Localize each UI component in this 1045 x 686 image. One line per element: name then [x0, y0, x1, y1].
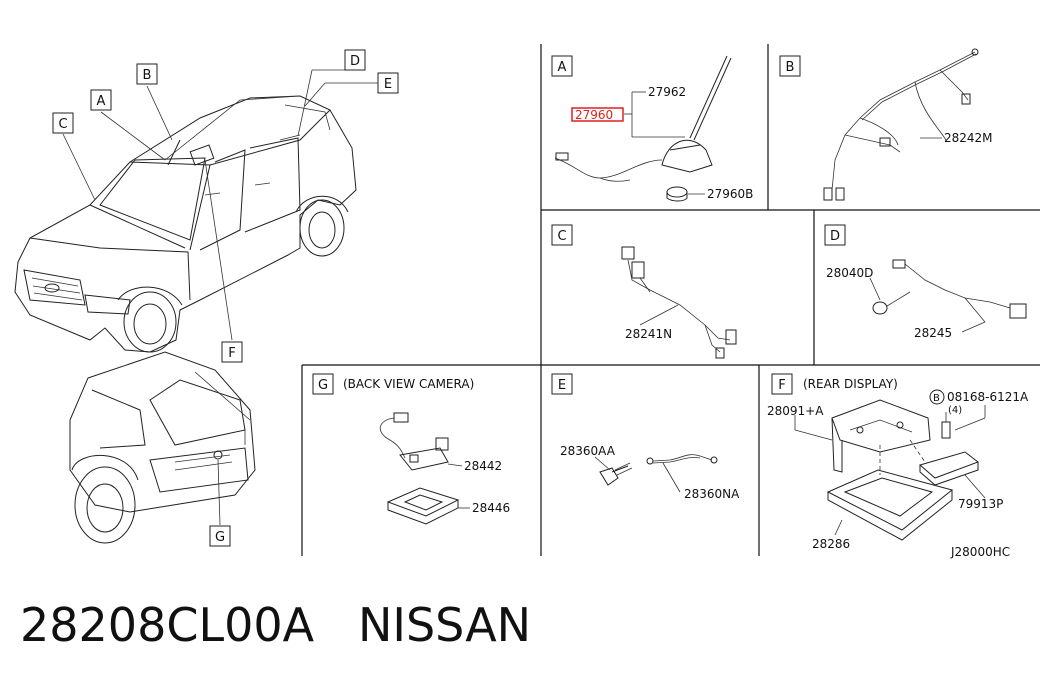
panel-e: E 28360AA 28360NA [551, 373, 740, 501]
callout-a: A [90, 89, 112, 111]
callout-b: B [136, 63, 158, 85]
panel-c: C 28241N [551, 224, 737, 359]
svg-text:28241N: 28241N [625, 327, 672, 341]
callout-f: F [221, 341, 243, 363]
svg-text:D: D [350, 54, 360, 69]
callout-g: G [209, 525, 231, 547]
svg-text:G: G [215, 530, 225, 545]
panel-d: D 28040D 28245 [824, 224, 1027, 340]
svg-text:79913P: 79913P [958, 497, 1003, 511]
svg-text:27960B: 27960B [707, 187, 753, 201]
vehicle-front-illustration [14, 95, 357, 353]
part-number: 28208CL00A [20, 598, 315, 652]
callout-e: E [377, 72, 399, 94]
svg-text:28286: 28286 [812, 537, 850, 551]
svg-text:28360NA: 28360NA [684, 487, 740, 501]
svg-text:E: E [384, 77, 392, 92]
panel-a: A 27962 27960 27960B [551, 55, 753, 202]
panel-b: B 28242M [779, 48, 993, 201]
panel-grid [301, 44, 1040, 556]
svg-text:B: B [786, 60, 795, 75]
svg-text:B: B [143, 68, 152, 83]
svg-text:08168-6121A: 08168-6121A [947, 390, 1029, 404]
panel-g: G (BACK VIEW CAMERA) 28442 28446 [312, 373, 510, 525]
svg-text:28245: 28245 [914, 326, 952, 340]
highlight-box [571, 107, 624, 122]
svg-text:(REAR DISPLAY): (REAR DISPLAY) [803, 377, 898, 391]
svg-text:F: F [778, 378, 785, 393]
svg-text:28360AA: 28360AA [560, 444, 616, 458]
svg-text:27960: 27960 [575, 108, 613, 122]
svg-text:(4): (4) [948, 405, 962, 416]
callout-c: C [52, 112, 74, 134]
part-caption: 28208CL00A NISSAN [20, 598, 531, 652]
svg-text:C: C [58, 117, 67, 132]
panel-f: F (REAR DISPLAY) B 08168-6121A (4) 28091 [767, 373, 1029, 551]
svg-text:(BACK VIEW CAMERA): (BACK VIEW CAMERA) [343, 377, 474, 391]
brand-name: NISSAN [357, 598, 532, 652]
svg-text:28446: 28446 [472, 501, 510, 515]
svg-text:27962: 27962 [648, 85, 686, 99]
callout-d: D [344, 49, 366, 71]
svg-text:E: E [558, 378, 566, 393]
svg-text:28040D: 28040D [826, 266, 873, 280]
svg-text:A: A [558, 60, 567, 75]
svg-text:C: C [557, 229, 566, 244]
svg-text:B: B [933, 393, 940, 404]
svg-text:F: F [228, 346, 235, 361]
callout-leaders [62, 69, 378, 341]
svg-text:28242M: 28242M [944, 131, 993, 145]
svg-text:A: A [97, 94, 106, 109]
vehicle-rear-illustration [69, 351, 256, 544]
svg-text:G: G [318, 378, 328, 393]
svg-text:28442: 28442 [464, 459, 502, 473]
svg-text:D: D [830, 229, 840, 244]
diagram-code: J28000HC [950, 545, 1010, 559]
svg-text:28091+A: 28091+A [767, 404, 824, 418]
